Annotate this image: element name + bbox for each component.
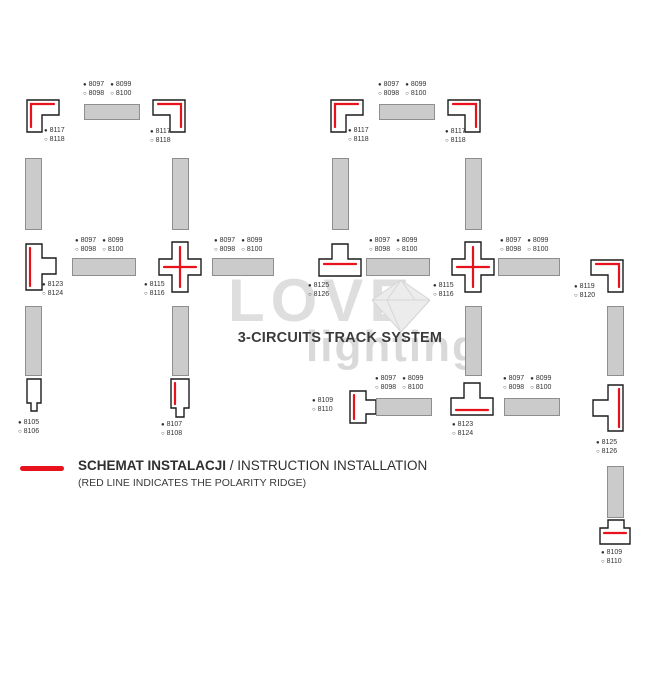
track-vertical bbox=[607, 306, 624, 376]
watermark-word-lighting: lighting bbox=[306, 322, 481, 371]
connector-codes-label: ●8125 ○8126 bbox=[596, 439, 618, 455]
track-codes-label: ●8097 ○8098 ●8099 ○8100 bbox=[500, 237, 549, 253]
track-codes-label: ●8097 ○8098 ●8099 ○8100 bbox=[214, 237, 263, 253]
corner-connector-top-right-1 bbox=[152, 99, 186, 133]
connector-codes-label: ●8117 ○8118 bbox=[44, 127, 65, 143]
track-horizontal bbox=[84, 104, 140, 120]
track-vertical bbox=[172, 158, 189, 230]
tee-connector-bottom bbox=[450, 382, 494, 416]
track-codes-label: ●8097 ○8098 ●8099 ○8100 bbox=[369, 237, 418, 253]
connector-codes-label: ●8109 ○8110 bbox=[312, 397, 334, 413]
track-codes-label: ●8097 ○8098 ●8099 ○8100 bbox=[75, 237, 124, 253]
tee-connector-left bbox=[25, 243, 57, 291]
track-codes-label: ●8097 ○8098 ●8099 ○8100 bbox=[378, 81, 427, 97]
connector-codes-label: ●8117 ○8118 bbox=[348, 127, 369, 143]
connector-codes-label: ●8117 ○8118 bbox=[150, 128, 171, 144]
gem-logo-icon bbox=[371, 279, 432, 337]
connector-codes-label: ●8119 ○8120 bbox=[574, 283, 596, 299]
end-cap-connector bbox=[25, 378, 43, 412]
track-codes-label: ●8097 ○8098 ●8099 ○8100 bbox=[503, 375, 552, 391]
connector-codes-label: ●8115 ○8116 bbox=[433, 282, 454, 298]
track-horizontal bbox=[376, 398, 432, 416]
power-feed-connector-bottom bbox=[599, 519, 631, 545]
track-codes-label: ●8097 ○8098 ●8099 ○8100 bbox=[83, 81, 132, 97]
legend-heading-primary: SCHEMAT INSTALACJI bbox=[78, 458, 226, 473]
cross-connector-2 bbox=[451, 241, 495, 293]
connector-codes-label: ●8115 ○8116 bbox=[144, 281, 165, 297]
track-horizontal bbox=[379, 104, 435, 120]
track-vertical bbox=[172, 306, 189, 376]
track-vertical bbox=[465, 158, 482, 230]
red-polarity-line-swatch bbox=[20, 466, 64, 471]
tee-connector-middle bbox=[318, 243, 362, 277]
corner-connector-top-left-2 bbox=[330, 99, 364, 133]
track-vertical bbox=[465, 306, 482, 376]
connector-codes-label: ●8123 ○8124 bbox=[452, 421, 474, 437]
track-horizontal bbox=[72, 258, 136, 276]
track-vertical bbox=[607, 466, 624, 518]
track-horizontal bbox=[498, 258, 560, 276]
power-feed-connector bbox=[169, 378, 191, 418]
track-horizontal bbox=[366, 258, 430, 276]
connector-codes-label: ●8117 ○8118 bbox=[445, 128, 466, 144]
connector-codes-label: ●8107 ○8108 bbox=[161, 421, 183, 437]
cross-connector-1 bbox=[158, 241, 202, 293]
corner-connector-top-left-1 bbox=[26, 99, 60, 133]
connector-codes-label: ●8109 ○8110 bbox=[601, 549, 623, 565]
corner-connector-top-right-2 bbox=[447, 99, 481, 133]
legend: SCHEMAT INSTALACJI / INSTRUCTION INSTALL… bbox=[20, 458, 427, 489]
legend-heading: SCHEMAT INSTALACJI / INSTRUCTION INSTALL… bbox=[78, 458, 427, 473]
connector-codes-label: ●8123 ○8124 bbox=[42, 281, 64, 297]
connector-codes-label: ●8105 ○8106 bbox=[18, 419, 40, 435]
connector-codes-label: ●8125 ○8126 bbox=[308, 282, 330, 298]
corner-connector-right bbox=[590, 259, 624, 293]
track-horizontal bbox=[504, 398, 560, 416]
power-feed-connector-side bbox=[349, 390, 377, 424]
track-vertical bbox=[25, 158, 42, 230]
track-codes-label: ●8097 ○8098 ●8099 ○8100 bbox=[375, 375, 424, 391]
tee-connector-bottom-right bbox=[592, 384, 624, 432]
legend-note: (RED LINE INDICATES THE POLARITY RIDGE) bbox=[78, 477, 307, 489]
track-vertical bbox=[25, 306, 42, 376]
legend-heading-secondary: / INSTRUCTION INSTALLATION bbox=[226, 458, 428, 473]
track-vertical bbox=[332, 158, 349, 230]
track-horizontal bbox=[212, 258, 274, 276]
diagram-title: 3-CIRCUITS TRACK SYSTEM bbox=[237, 330, 443, 346]
